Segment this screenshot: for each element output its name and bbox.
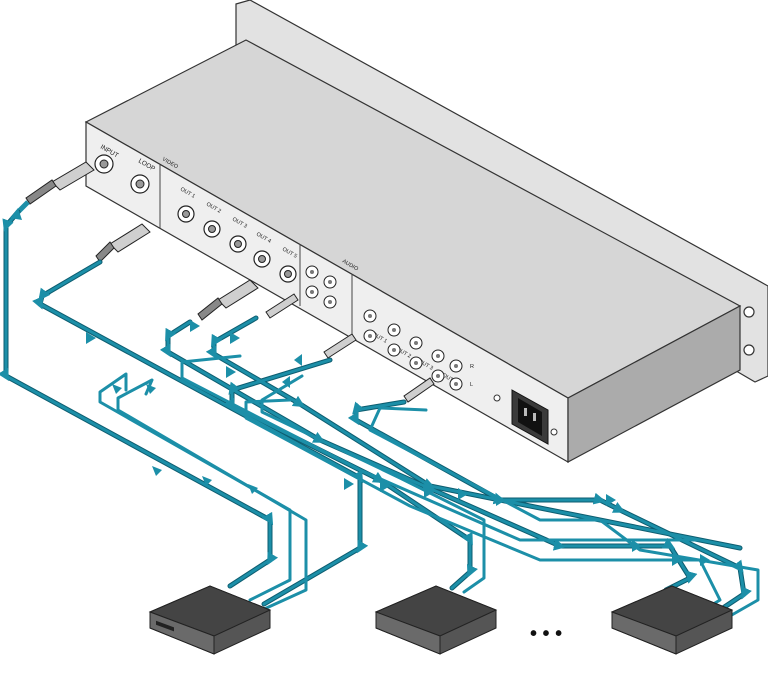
bnc-out-4-connector — [253, 250, 271, 268]
display-device-2 — [374, 585, 498, 655]
signal-arrows — [10, 208, 710, 566]
bnc-out-5-connector — [279, 265, 297, 283]
bnc-out-1-connector — [177, 205, 195, 223]
rca-plug-2 — [323, 333, 357, 359]
cable-bundle — [0, 209, 760, 618]
bnc-plug-input — [16, 161, 95, 214]
display-device-3 — [610, 585, 734, 655]
channel-l-label: L — [470, 382, 473, 388]
rack-ear-hole-bottom — [743, 344, 755, 356]
bnc-input-connector — [94, 154, 114, 174]
more-devices-ellipsis: • • • — [530, 623, 562, 645]
bnc-out-2-connector — [203, 220, 221, 238]
bnc-out-3-connector — [229, 235, 247, 253]
channel-r-label: R — [470, 364, 474, 370]
distribution-amplifier-unit: INPUT LOOP VIDEO AUDIO OUT 1 OUT 2 OUT 3… — [84, 0, 768, 464]
cable-audio-b — [347, 400, 752, 612]
rca-plug-3 — [403, 377, 435, 403]
bnc-loop-connector — [130, 174, 150, 194]
rack-ear-hole-top — [743, 306, 755, 318]
bnc-plug-out — [197, 279, 259, 321]
display-device-1 — [148, 585, 272, 655]
bnc-plug-loop — [95, 223, 151, 263]
